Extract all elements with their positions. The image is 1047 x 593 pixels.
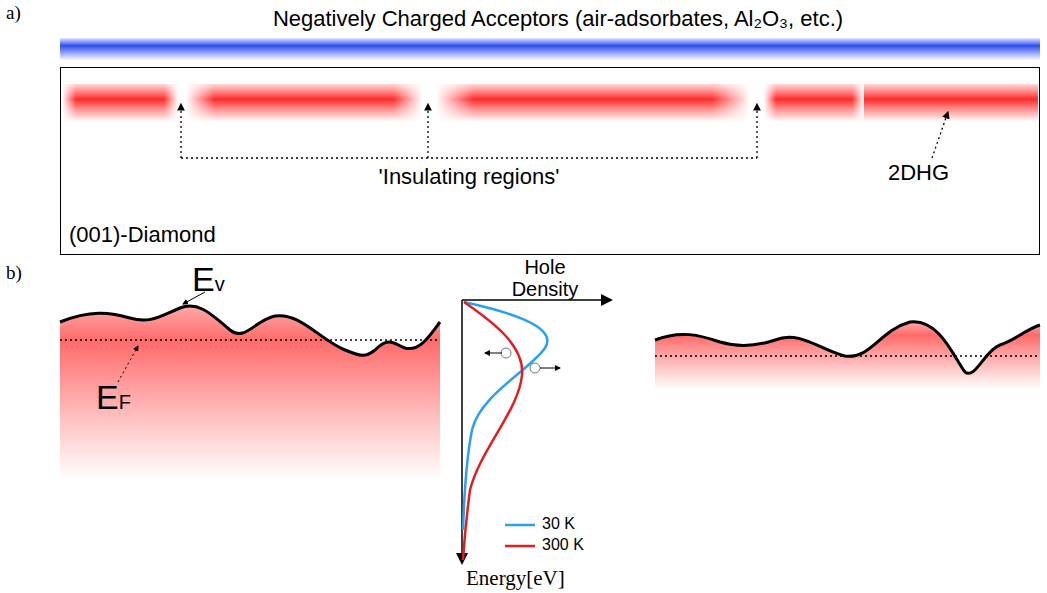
node-text: Negatively Charged Acceptors (air-adsorb… [60, 4, 1047, 34]
legend-text: 300 K [542, 536, 584, 554]
node-text: (001)-Diamond [69, 222, 216, 248]
region-label: 'Insulating regions' [379, 164, 560, 190]
legend-text: 30 K [542, 515, 575, 533]
axis-label: Hole Density [490, 256, 600, 300]
band-label: EF [96, 380, 131, 414]
band-label: Ev [192, 262, 225, 296]
layer-label: 2DHG [888, 160, 949, 186]
acceptor-band: Negatively Charged Acceptors (air-adsorb… [60, 4, 1047, 38]
axis-label: Energy[eV] [466, 566, 565, 591]
panel-label: a) [6, 2, 21, 24]
panel-label: b) [6, 262, 22, 284]
